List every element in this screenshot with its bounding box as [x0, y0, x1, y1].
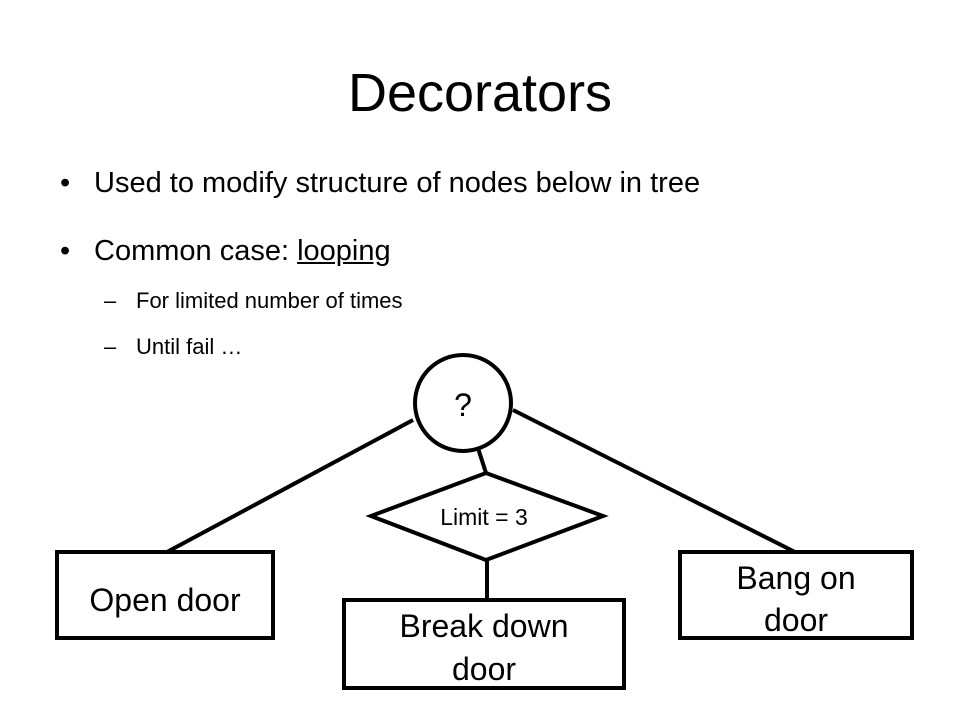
sub-bullet-item: –For limited number of times — [104, 287, 403, 315]
action-node-break-down-door: Break down door — [342, 598, 626, 690]
action-node-open-door: Open door — [55, 550, 275, 640]
action-box — [55, 550, 275, 640]
action-box — [342, 598, 626, 690]
action-label-line1: Bang on — [736, 560, 855, 596]
edge-root-left — [166, 418, 414, 554]
decorator-diamond — [365, 470, 609, 563]
bullet-dot-icon: • — [60, 235, 71, 267]
slide-title: Decorators — [347, 63, 613, 123]
bullet-item: • Common case: looping — [60, 233, 391, 269]
bullet-text: Common case: — [94, 235, 298, 267]
action-node-bang-on-door: Bang on door — [678, 550, 914, 640]
action-box — [678, 550, 914, 640]
root-selector-node: ? — [413, 353, 513, 453]
bullet-emphasis: looping — [297, 235, 391, 267]
sub-bullet-text: Until fail … — [136, 334, 243, 359]
bullet-dot-icon: • — [60, 167, 71, 199]
sub-bullet-dash-icon: – — [104, 334, 117, 359]
action-label-line2: door — [452, 651, 516, 687]
decorator-node: Limit = 3 — [365, 470, 609, 563]
action-label-line1: Break down — [400, 608, 569, 644]
selector-circle — [413, 353, 513, 453]
sub-bullet-dash-icon: – — [104, 288, 117, 313]
selector-label: ? — [454, 387, 472, 423]
action-label-line2: door — [764, 602, 828, 638]
edge-root-right — [512, 408, 796, 554]
bullet-list: • Used to modify structure of nodes below… — [60, 165, 700, 361]
sub-bullet-text: For limited number of times — [136, 288, 403, 313]
bullet-item: • Used to modify structure of nodes below… — [60, 165, 700, 201]
bullet-text: Used to modify structure of nodes below … — [94, 167, 701, 199]
action-label: Open door — [89, 582, 241, 618]
sub-bullet-item: –Until fail … — [104, 333, 242, 361]
decorator-label: Limit = 3 — [440, 504, 528, 530]
